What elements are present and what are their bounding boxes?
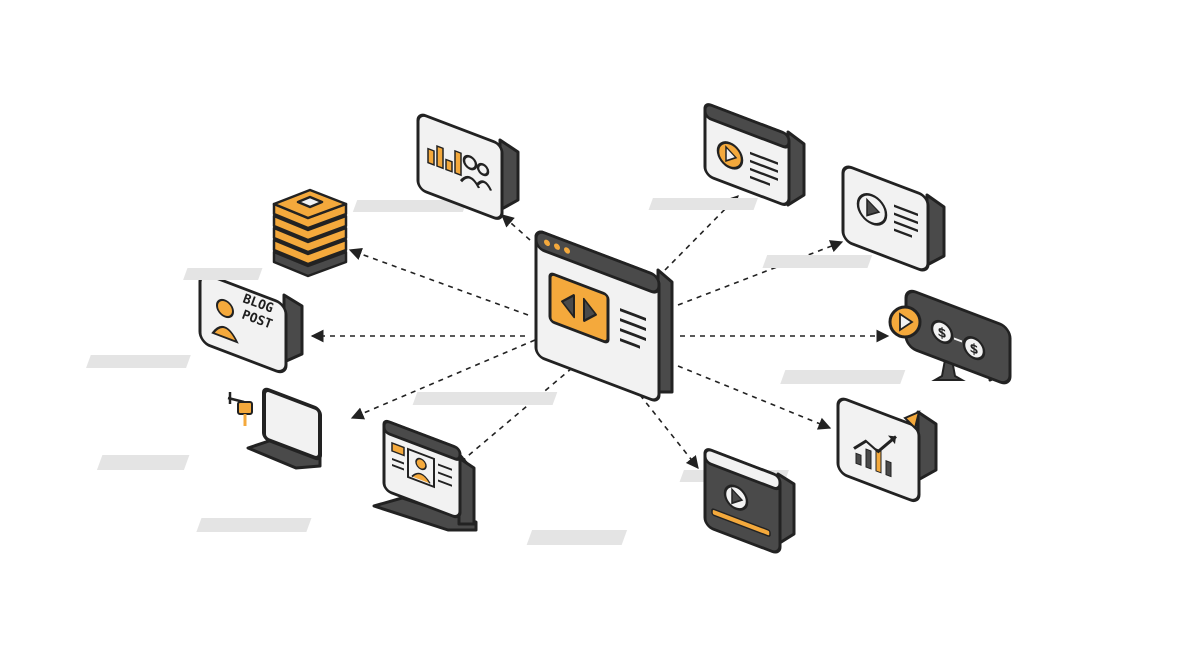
arrow-to-video-article xyxy=(664,195,739,271)
profile-laptop[interactable] xyxy=(196,419,478,532)
card-shadow xyxy=(762,255,873,268)
card-shadow xyxy=(526,530,628,545)
central-web-player-window[interactable] xyxy=(412,230,674,405)
svg-text:$: $ xyxy=(969,341,978,359)
plugged-laptop[interactable] xyxy=(96,387,322,470)
blog-post-icon xyxy=(211,298,239,344)
arrow-to-video-preview xyxy=(677,240,844,306)
stack-shadow xyxy=(183,268,263,280)
video-article-card[interactable] xyxy=(648,103,806,210)
card-shadow xyxy=(352,200,468,212)
blog-post-card[interactable]: BLOG POST xyxy=(86,272,304,375)
arrow-to-database-stack xyxy=(348,247,529,316)
card-side xyxy=(925,193,946,267)
play-coins-icon: $ $ xyxy=(930,319,986,361)
laptop-shadow xyxy=(196,518,312,532)
arrow-to-growth-chart xyxy=(677,365,832,430)
database-stack[interactable] xyxy=(183,188,348,280)
play-with-text-icon xyxy=(716,141,778,186)
hub-window xyxy=(534,230,661,402)
card-shadow xyxy=(648,198,758,210)
corner-fold xyxy=(903,410,921,430)
arrow-to-analytics-team xyxy=(501,214,531,241)
laptop-base xyxy=(372,496,478,532)
video-player-card[interactable] xyxy=(526,448,796,555)
hub-shadow xyxy=(412,392,558,405)
laptop-plug-icon xyxy=(227,392,253,426)
monetization-display[interactable]: $ $ xyxy=(780,288,1012,386)
connector-arrows xyxy=(310,195,890,470)
rising-chart-icon xyxy=(853,435,897,478)
media-player-icon xyxy=(711,484,771,537)
analytics-team-card[interactable] xyxy=(352,113,520,221)
database-stack-icon xyxy=(272,188,348,278)
arrow-to-video-player xyxy=(639,394,699,470)
play-circle-text-icon xyxy=(856,193,918,238)
video-preview-card[interactable] xyxy=(762,164,946,272)
laptop-shadow xyxy=(96,455,190,470)
svg-text:$: $ xyxy=(937,325,946,343)
growth-chart-card[interactable] xyxy=(679,396,938,503)
card-side xyxy=(916,410,938,482)
code-player-icon xyxy=(548,272,610,344)
profile-laptop-icon xyxy=(391,441,452,489)
arrow-to-plugged-laptop xyxy=(350,339,536,420)
card-shadow xyxy=(86,355,191,368)
arrow-to-profile-laptop xyxy=(455,367,573,467)
stand-shadow xyxy=(780,370,906,384)
bar-chart-people-icon xyxy=(427,145,493,191)
